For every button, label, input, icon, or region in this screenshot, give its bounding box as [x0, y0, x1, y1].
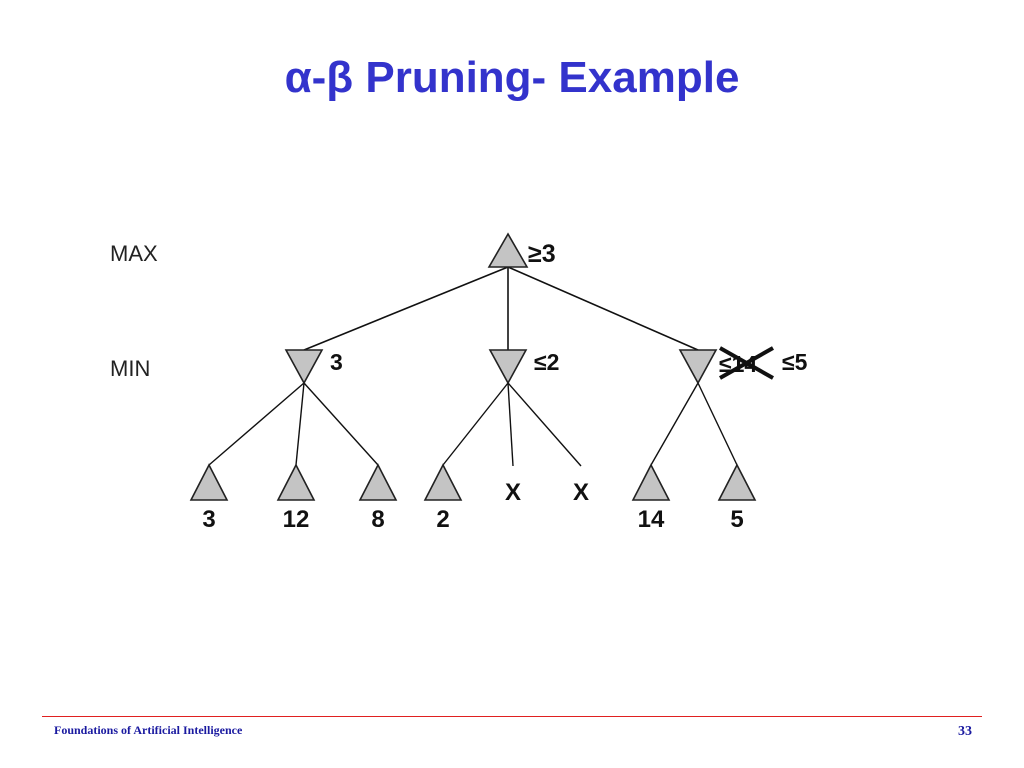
edge-min2-to-leaf-5 — [507, 382, 514, 467]
leaf-1-value: 3 — [202, 506, 215, 533]
pruned-leaf-5-mark: X — [505, 479, 521, 506]
leaf-node-2 — [276, 463, 316, 501]
footer-course-title: Foundations of Artificial Intelligence — [54, 723, 243, 737]
min-node-2 — [488, 349, 528, 385]
edge-min1-to-leaf-3 — [303, 382, 379, 466]
leaf-node-3 — [358, 463, 398, 501]
page-number: 33 — [958, 724, 972, 739]
min-node-1 — [284, 349, 324, 385]
footer-divider — [42, 716, 982, 717]
leaf-node-7 — [631, 463, 671, 501]
leaf-node-4 — [423, 463, 463, 501]
min-level-label: MIN — [110, 356, 151, 381]
leaf-8-value: 5 — [730, 506, 743, 533]
leaf-4-value: 2 — [436, 506, 449, 533]
tree-edges — [208, 266, 738, 467]
edge-min3-to-leaf-7 — [650, 382, 699, 466]
root-bound-label: ≥3 — [528, 240, 556, 268]
edge-min1-to-leaf-1 — [208, 382, 305, 466]
min-node-3 — [678, 349, 718, 385]
pruned-leaf-6-mark: X — [573, 479, 589, 506]
max-root-node — [487, 232, 529, 268]
leaf-node-1 — [189, 463, 229, 501]
edge-root-to-min-3 — [507, 266, 699, 351]
leaf-3-value: 8 — [371, 506, 384, 533]
edge-min3-to-leaf-8 — [697, 382, 738, 466]
cross-out-stroke-2 — [719, 346, 774, 380]
edge-min2-to-leaf-4 — [442, 382, 509, 466]
edge-min2-to-leaf-6 — [507, 382, 582, 467]
edge-min1-to-leaf-2 — [295, 382, 305, 466]
min-node-3-bound: ≤5 — [782, 349, 808, 375]
min-node-2-bound: ≤2 — [534, 349, 559, 375]
edge-root-to-min-1 — [303, 266, 509, 351]
slide-title: α-β Pruning- Example — [284, 53, 740, 102]
leaf-7-value: 14 — [638, 506, 665, 533]
leaf-2-value: 12 — [283, 506, 310, 533]
tree-nodes — [189, 232, 757, 501]
min-node-1-bound: 3 — [330, 349, 343, 375]
leaf-node-8 — [717, 463, 757, 501]
max-level-label: MAX — [110, 241, 158, 266]
